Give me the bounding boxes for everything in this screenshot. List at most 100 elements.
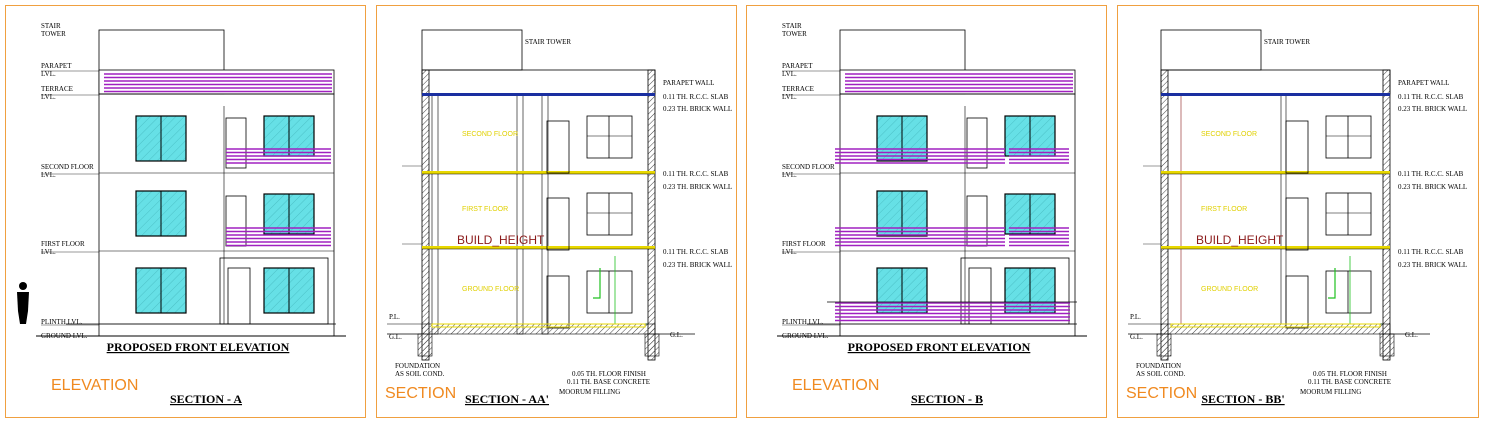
column (516, 93, 524, 335)
door (1285, 120, 1309, 174)
section-label: 0.11 TH. BASE CONCRETE (567, 378, 650, 386)
section-label: AS SOIL COND. (395, 370, 445, 378)
door (227, 267, 251, 325)
level-label: LVL. (41, 93, 56, 101)
stair-outline (1349, 256, 1383, 325)
door (966, 117, 988, 169)
section-label: PARAPET WALL (1398, 79, 1449, 87)
footing (1379, 333, 1395, 357)
stair-tower (421, 29, 523, 71)
door (1285, 197, 1309, 251)
slab-second (422, 171, 655, 174)
level-label: TOWER (782, 30, 807, 38)
level-label: TERRACE (41, 85, 73, 93)
section-label: 0.23 TH. BRICK WALL (663, 183, 732, 191)
section-title: SECTION - B (911, 392, 983, 406)
section-title: SECTION - A (170, 392, 242, 406)
section-label: G.L. (1130, 333, 1143, 341)
section-label: MOORUM FILLING (559, 388, 620, 396)
stair-outline (593, 268, 601, 299)
person-icon (19, 282, 27, 290)
parapet (421, 69, 656, 95)
panel-kind-label: SECTION (1126, 385, 1197, 402)
section-label: FOUNDATION (395, 362, 440, 370)
level-label: STAIR (782, 22, 802, 30)
level-label: SECOND FLOOR (782, 163, 835, 171)
slab-terrace (1161, 93, 1390, 96)
build-height-label: BUILD_HEIGHT (1196, 233, 1284, 247)
stair-outline (614, 256, 648, 325)
door (546, 197, 570, 251)
door (1285, 275, 1309, 329)
section-label: 0.11 TH. R.C.C. SLAB (663, 170, 729, 178)
section-label: 0.05 TH. FLOOR FINISH (572, 370, 646, 378)
window-icon (1325, 192, 1372, 236)
stair-tower (1160, 29, 1262, 71)
build-height-label: BUILD_HEIGHT (457, 233, 545, 247)
section-label: 0.23 TH. BRICK WALL (1398, 105, 1467, 113)
level-label: LVL. (782, 70, 797, 78)
section-label: 0.11 TH. R.C.C. SLAB (1398, 248, 1464, 256)
level-label: STAIR (41, 22, 61, 30)
parapet (1160, 69, 1391, 95)
panel-kind-label: ELEVATION (51, 377, 138, 394)
floor-finish (1170, 323, 1381, 328)
level-label: TOWER (41, 30, 66, 38)
person-icon (17, 292, 29, 324)
panel-kind-label: ELEVATION (792, 377, 879, 394)
section-label: 0.11 TH. BASE CONCRETE (1308, 378, 1391, 386)
level-label: GROUND LVL. (41, 332, 88, 340)
door (968, 267, 992, 325)
slab-first (1161, 246, 1390, 249)
level-label: FIRST FLOOR (41, 240, 85, 248)
section-label: 0.11 TH. R.C.C. SLAB (1398, 93, 1464, 101)
level-label: SECOND FLOOR (41, 163, 94, 171)
wall-right (647, 69, 656, 361)
section-label: G.L. (389, 333, 402, 341)
window-icon (586, 115, 633, 159)
elevation-title: PROPOSED FRONT ELEVATION (848, 340, 1031, 354)
door (546, 275, 570, 329)
room-label: GROUND FLOOR (1201, 286, 1258, 293)
floor-base (421, 323, 656, 335)
section-title: SECTION - BB' (1201, 392, 1284, 406)
section-label: MOORUM FILLING (1300, 388, 1361, 396)
section-label: 0.11 TH. R.C.C. SLAB (663, 93, 729, 101)
section-label: 0.23 TH. BRICK WALL (1398, 183, 1467, 191)
elevation-title: PROPOSED FRONT ELEVATION (107, 340, 290, 354)
section-label: STAIR TOWER (525, 38, 571, 46)
section-label: PARAPET WALL (663, 79, 714, 87)
wall-left (1160, 69, 1169, 361)
section-label: G.L. (670, 331, 683, 339)
window-icon (1325, 115, 1372, 159)
level-label: FIRST FLOOR (782, 240, 826, 248)
slab-second (1161, 171, 1390, 174)
footing (644, 333, 660, 357)
level-label: LVL. (41, 70, 56, 78)
column (431, 93, 439, 335)
section-label: STAIR TOWER (1264, 38, 1310, 46)
footing (1156, 333, 1172, 357)
room-label: FIRST FLOOR (1201, 206, 1247, 213)
level-label: PARAPET (41, 62, 72, 70)
section-label: 0.23 TH. BRICK WALL (663, 105, 732, 113)
section-label: 0.11 TH. R.C.C. SLAB (663, 248, 729, 256)
section-label: G.L. (1405, 331, 1418, 339)
wall-left (421, 69, 430, 361)
footing (417, 333, 433, 357)
section-label: P.L. (389, 313, 400, 321)
level-label: GROUND LVL. (782, 332, 829, 340)
section-title: SECTION - AA' (465, 392, 549, 406)
level-label: TERRACE (782, 85, 814, 93)
level-label: PLINTH LVL. (41, 318, 83, 326)
slab-terrace (422, 93, 655, 96)
level-label: LVL. (41, 171, 56, 179)
level-label: LVL. (782, 171, 797, 179)
section-label: AS SOIL COND. (1136, 370, 1186, 378)
section-label: 0.23 TH. BRICK WALL (1398, 261, 1467, 269)
